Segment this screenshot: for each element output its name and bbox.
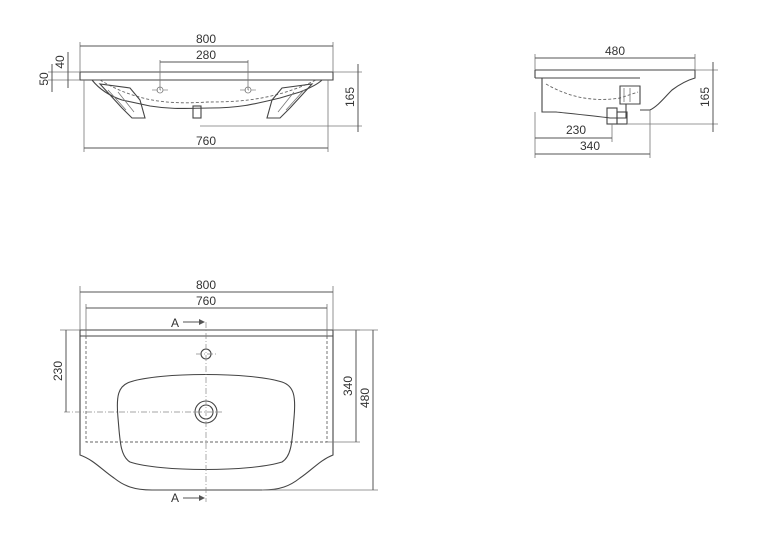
section-label-bottom: A	[171, 491, 179, 505]
top-dim-340: 340	[341, 376, 355, 396]
side-dim-165: 165	[698, 87, 712, 107]
section-label-top: A	[171, 316, 179, 330]
top-dim-800: 800	[196, 278, 216, 292]
side-bracket	[619, 85, 641, 105]
side-dim-230: 230	[566, 123, 586, 137]
side-rim	[535, 69, 696, 111]
side-dim-480: 480	[605, 44, 625, 58]
side-trap	[616, 111, 628, 125]
front-dim-40: 40	[53, 55, 67, 69]
front-dim-50: 50	[37, 72, 51, 86]
front-dim-760: 760	[196, 134, 216, 148]
side-waste	[606, 107, 618, 125]
front-bowl-outline	[91, 79, 323, 110]
top-bowl	[116, 373, 296, 471]
side-body	[541, 78, 640, 119]
top-dim-230: 230	[51, 361, 65, 381]
side-view: 480 165 230 340	[534, 44, 718, 158]
side-bracket-hatch	[623, 88, 631, 102]
front-left-bracket-hatch	[107, 89, 135, 113]
front-dim-280: 280	[196, 48, 216, 62]
front-dim-800: 800	[196, 32, 216, 46]
top-dashed-bracket-area	[85, 336, 328, 443]
top-view: A A 800 760 230 340 480	[51, 278, 378, 505]
front-right-bracket-hatch	[277, 89, 305, 113]
side-dim-340: 340	[580, 139, 600, 153]
front-rim	[79, 71, 334, 81]
front-view: 800 280 760 165 50 40	[37, 32, 362, 152]
front-waste	[192, 105, 202, 119]
front-right-bracket	[266, 83, 314, 119]
top-dim-480: 480	[358, 388, 372, 408]
front-bowl-inner	[99, 79, 317, 104]
front-dim-165: 165	[343, 87, 357, 107]
top-dim-760: 760	[196, 294, 216, 308]
front-left-bracket	[98, 83, 146, 119]
